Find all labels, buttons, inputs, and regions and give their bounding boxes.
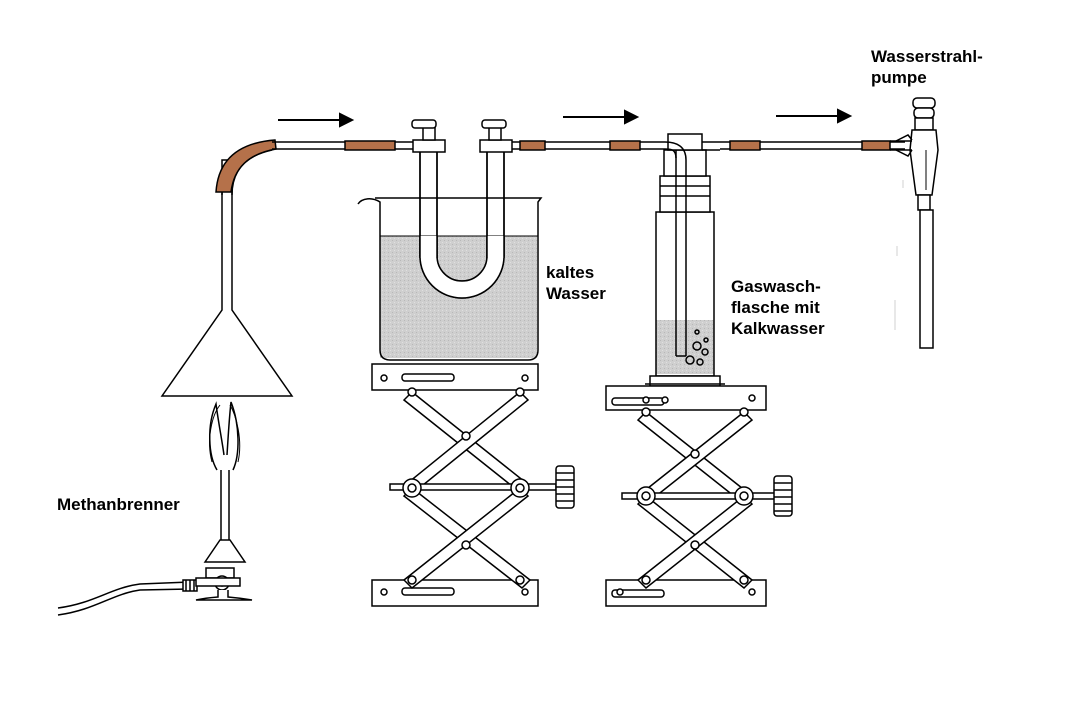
cold-water-line-1: kaltes [546, 263, 595, 282]
lab-jack-left [371, 363, 575, 607]
u-tube [411, 119, 513, 299]
flow-arrows [278, 108, 853, 128]
gas-wash-line-3: Kalkwasser [731, 319, 825, 338]
lab-jack-right [605, 385, 793, 607]
rubber-tubing [215, 139, 277, 193]
methane-burner [57, 401, 253, 616]
flow-arrow [776, 108, 853, 124]
gas-washing-bottle [645, 133, 725, 387]
lime-water [656, 320, 714, 374]
pump-trace [894, 180, 904, 330]
gas-wash-label: Gaswasch- flasche mit Kalkwasser [731, 276, 825, 339]
gas-wash-line-2: flasche mit [731, 298, 820, 317]
cold-water-label: kaltes Wasser [546, 262, 606, 304]
water-jet-pump [890, 97, 939, 349]
pump-label: Wasserstrahl- pumpe [871, 46, 983, 88]
pump-line-1: Wasserstrahl- [871, 47, 983, 66]
gas-wash-line-1: Gaswasch- [731, 277, 821, 296]
burner-label-text: Methanbrenner [57, 495, 180, 514]
flow-arrow [278, 112, 355, 128]
burner-label: Methanbrenner [57, 494, 180, 515]
pump-line-2: pumpe [871, 68, 927, 87]
cold-water-line-2: Wasser [546, 284, 606, 303]
rubber-tubing-segments [344, 140, 891, 151]
flow-arrow [563, 109, 640, 125]
